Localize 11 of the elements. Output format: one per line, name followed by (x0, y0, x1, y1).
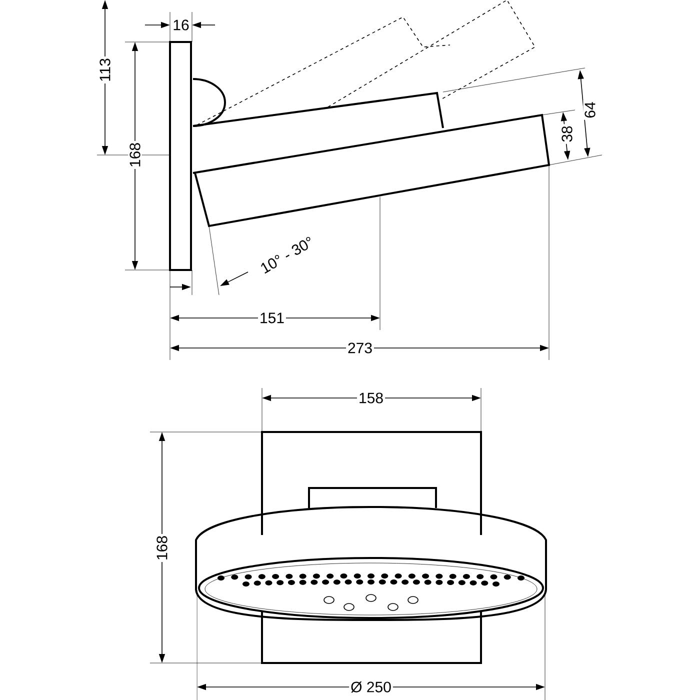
dimension-label: 38 (560, 124, 574, 144)
dimension-label: 168 (155, 534, 169, 562)
dimension-label: 273 (346, 341, 374, 355)
dimension-label: 16 (171, 18, 191, 32)
dimension-label: 10° - 30° (256, 234, 318, 276)
dimension-label: 168 (128, 140, 142, 169)
dimension-label: 158 (357, 391, 386, 405)
dimension-label: 151 (258, 311, 286, 325)
dimension-label: 113 (98, 56, 112, 84)
dimension-label: Ø 250 (349, 680, 393, 694)
dimension-label: 64 (583, 100, 597, 120)
